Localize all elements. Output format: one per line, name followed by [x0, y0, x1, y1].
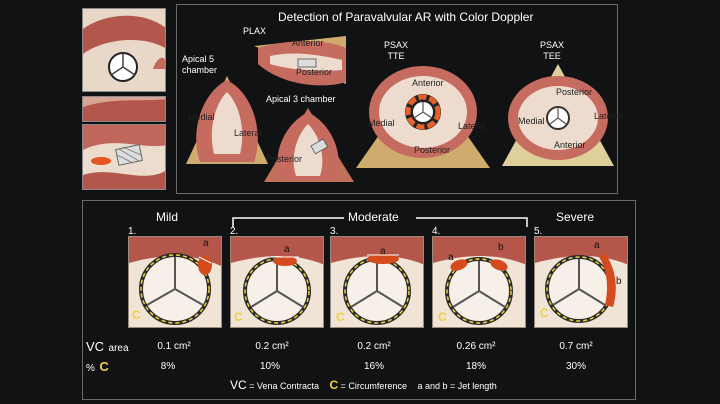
legend-vc: VC — [230, 378, 247, 392]
panel-number-5: 5. — [534, 226, 543, 237]
pct-c-2: 10% — [259, 361, 280, 372]
page-title: Detection of Paravalvular AR with Color … — [278, 10, 534, 24]
panel1-jet-a: a — [203, 238, 209, 249]
panel-number-3: 3. — [330, 226, 339, 237]
panel5-jet-b: b — [616, 276, 622, 287]
tte-medial-label: Medial — [368, 118, 395, 128]
tte-posterior-label: Posterior — [414, 145, 451, 155]
legend-vc-text: = Vena Contracta — [246, 381, 319, 391]
tee-posterior-label: Posterior — [556, 87, 593, 97]
legend-c-text: = Circumference — [338, 381, 407, 391]
tee-medial-label: Medial — [518, 116, 545, 126]
psax-tte-label: PSAX TTE — [384, 40, 409, 61]
plax-diagram — [250, 34, 350, 92]
apical5-medial-label: Medial — [188, 112, 215, 122]
panel5-jet-a: a — [594, 240, 600, 251]
pct-c-row-label: % C — [86, 359, 109, 374]
apical3-diagram — [262, 106, 356, 184]
severity-severe: Severe — [556, 210, 595, 224]
apical5-diagram — [184, 74, 270, 166]
thumbnail-valve-middle — [82, 96, 166, 122]
tee-anterior-label: Anterior — [554, 140, 586, 150]
vc-area-row-label: VC area — [86, 339, 129, 354]
vc-area-5: 0.7 cm² — [559, 341, 593, 352]
severity-moderate: Moderate — [348, 210, 399, 224]
psax-tte-diagram — [354, 62, 492, 172]
legend: VC = Vena Contracta C = Circumference a … — [230, 378, 497, 392]
vc-area-2: 0.2 cm² — [255, 341, 289, 352]
pct-c-1: 8% — [160, 361, 176, 372]
pct-c-3: 16% — [363, 361, 384, 372]
vc-area-1: 0.1 cm² — [157, 341, 191, 352]
panel3-jet-a: a — [380, 246, 386, 257]
thumbnail-lvot-stent — [82, 124, 166, 190]
severity-panel-frame — [82, 200, 636, 400]
panel2-jet-a: a — [284, 244, 290, 255]
panel1-c-label: C — [132, 308, 141, 322]
legend-c: C — [329, 378, 339, 392]
valve-panel-3 — [330, 236, 424, 328]
panel4-c-label: C — [438, 310, 447, 324]
tte-anterior-label: Anterior — [412, 78, 444, 88]
tee-lateral-label: Lateral — [594, 111, 622, 121]
plax-anterior-label: Anterior — [292, 38, 324, 48]
panel2-c-label: C — [234, 310, 243, 324]
apical3-posterior-label: Posterior — [266, 154, 303, 164]
valve-panel-5 — [534, 236, 628, 328]
panel3-c-label: C — [336, 310, 345, 324]
plax-label: PLAX — [243, 26, 267, 36]
moderate-bracket — [232, 216, 528, 228]
panel4-jet-b: b — [498, 242, 504, 253]
thumbnail-valve-top — [82, 8, 166, 92]
plax-posterior-label: Posterior — [296, 67, 333, 77]
psax-tee-label: PSAX TEE — [540, 40, 565, 61]
panel5-c-label: C — [540, 306, 549, 320]
vc-area-4: 0.26 cm² — [456, 341, 496, 352]
pct-c-4: 18% — [465, 361, 486, 372]
tte-lateral-label: Lateral — [458, 121, 486, 131]
views-panel-frame — [176, 4, 618, 194]
panel-number-2: 2. — [230, 226, 239, 237]
legend-ab-text: a and b = Jet length — [417, 381, 497, 391]
severity-mild: Mild — [156, 210, 179, 224]
psax-tee-diagram — [500, 62, 616, 168]
valve-panel-4 — [432, 236, 526, 328]
apical3-label: Apical 3 chamber — [266, 94, 336, 104]
apical5-lateral-label: Lateral — [234, 128, 262, 138]
apical5-label: Apical 5 chamber — [182, 54, 218, 75]
panel4-jet-a: a — [448, 252, 454, 263]
panel-number-1: 1. — [128, 226, 137, 237]
panel-number-4: 4. — [432, 226, 441, 237]
pct-c-5: 30% — [565, 361, 586, 372]
valve-panel-1 — [128, 236, 222, 328]
valve-panel-2 — [230, 236, 324, 328]
vc-area-3: 0.2 cm² — [357, 341, 391, 352]
